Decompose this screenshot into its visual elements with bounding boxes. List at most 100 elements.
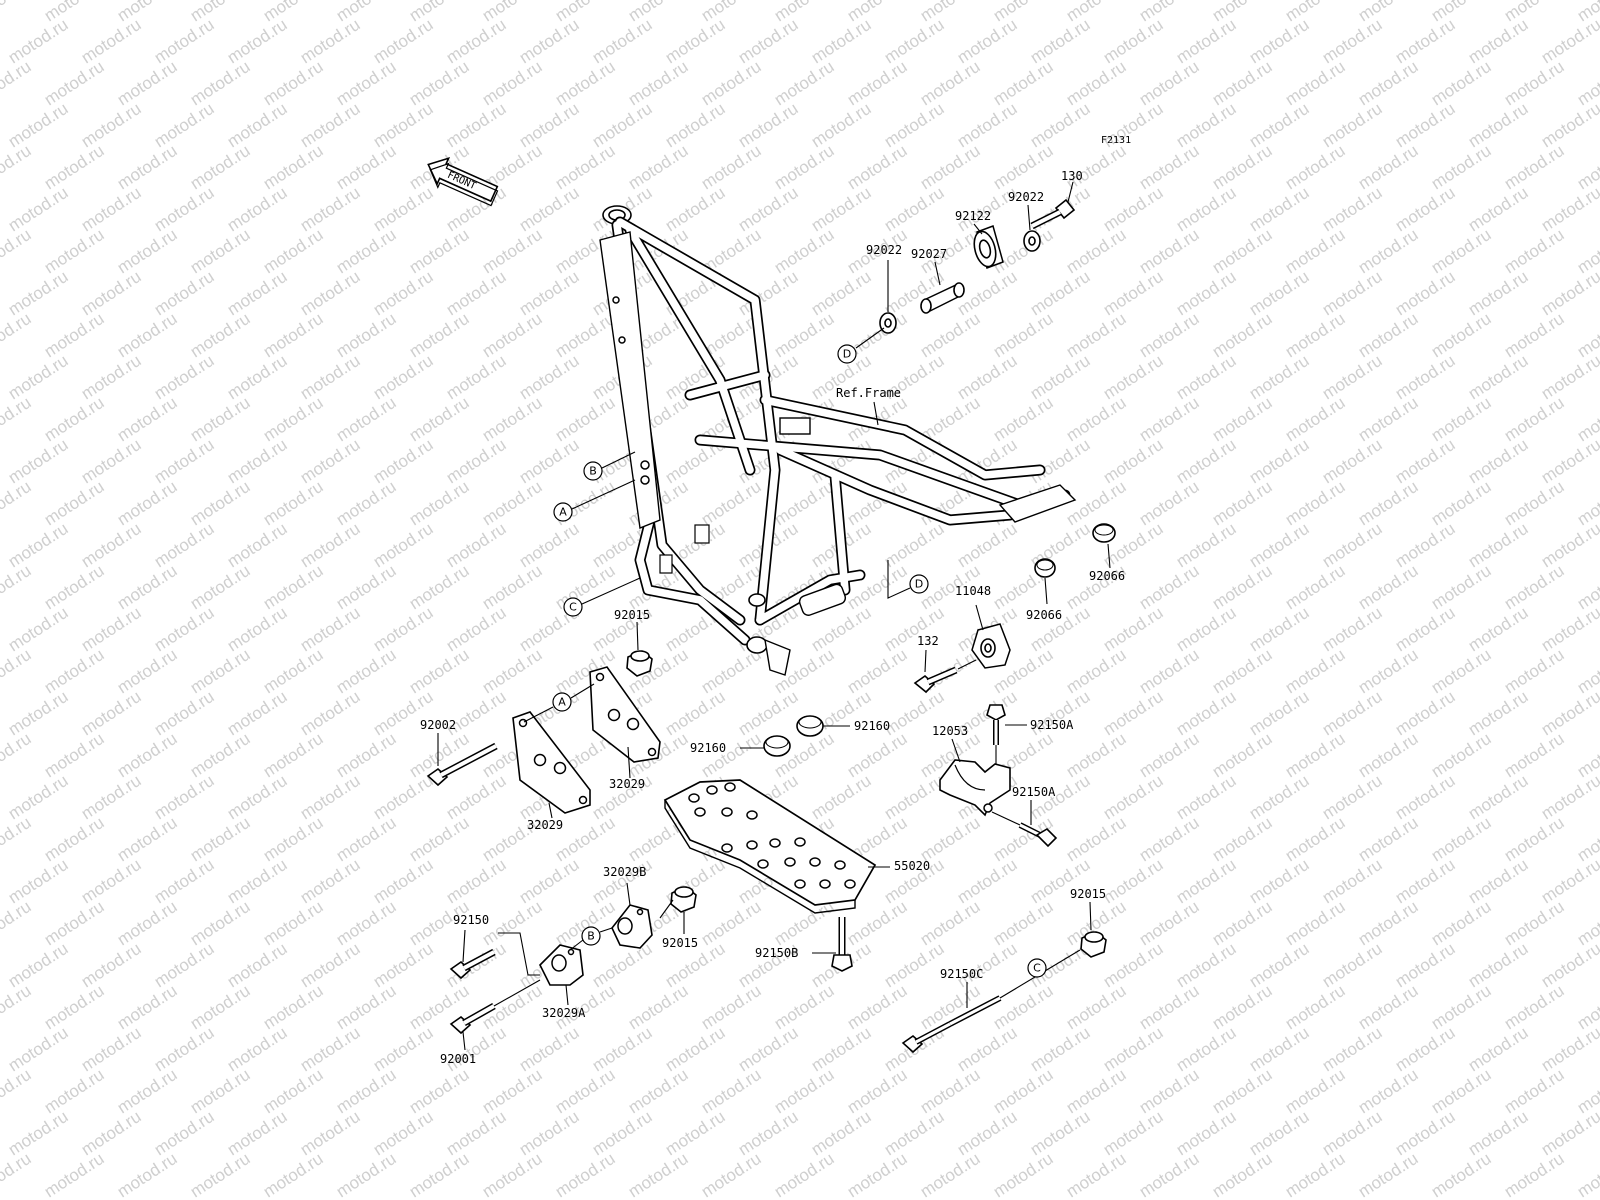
watermark-text: motod.ru [1136,309,1203,361]
watermark-text: motod.ru [1319,1107,1386,1159]
watermark-text: motod.ru [187,477,254,529]
svg-text:C: C [1033,962,1041,975]
watermark-text: motod.ru [552,561,619,613]
watermark-text: motod.ru [479,645,546,697]
watermark-text: motod.ru [1428,645,1495,697]
watermark-text: motod.ru [625,981,692,1033]
watermark-text: motod.ru [224,771,291,823]
part-92015-top-label: 92015 [614,608,650,622]
watermark-text: motod.ru [954,1107,1021,1159]
watermark-text: motod.ru [1063,729,1130,781]
watermark-text: motod.ru [1100,435,1167,487]
watermark-text: motod.ru [1465,603,1532,655]
watermark-text: motod.ru [0,309,34,361]
watermark-text: motod.ru [406,645,473,697]
watermark-text: motod.ru [1538,1107,1600,1159]
part-92150A-top-label: 92150A [1030,718,1074,732]
watermark-text: motod.ru [844,981,911,1033]
watermark-text: motod.ru [1465,771,1532,823]
part-132-label: 132 [917,634,939,648]
watermark-text: motod.ru [5,267,72,319]
watermark-text: motod.ru [41,1149,108,1200]
watermark-text: motod.ru [1319,351,1386,403]
watermark-text: motod.ru [114,393,181,445]
watermark-text: motod.ru [0,141,34,193]
watermark-text: motod.ru [333,141,400,193]
watermark-text: motod.ru [1392,99,1459,151]
watermark-text: motod.ru [333,897,400,949]
watermark-text: motod.ru [1319,267,1386,319]
watermark-text: motod.ru [1319,771,1386,823]
bolt-92150A-bottom [991,811,1058,848]
watermark-text: motod.ru [406,561,473,613]
watermark-text: motod.ru [1319,939,1386,991]
watermark-text: motod.ru [224,603,291,655]
watermark-text: motod.ru [1392,519,1459,571]
watermark-text: motod.ru [224,183,291,235]
watermark-text: motod.ru [333,561,400,613]
watermark-text: motod.ru [479,309,546,361]
watermark-text: motod.ru [297,15,364,67]
watermark-text: motod.ru [224,687,291,739]
watermark-text: motod.ru [297,267,364,319]
watermark-text: motod.ru [1209,225,1276,277]
watermark-text: motod.ru [114,57,181,109]
watermark-text: motod.ru [151,939,218,991]
watermark-text: motod.ru [662,99,729,151]
bushing-92122 [973,225,1004,269]
watermark-text: motod.ru [1538,519,1600,571]
watermark-text: motod.ru [1282,57,1349,109]
watermark-text: motod.ru [1136,57,1203,109]
watermark-text: motod.ru [1538,1023,1600,1075]
watermark-text: motod.ru [224,351,291,403]
watermark-text: motod.ru [224,939,291,991]
watermark-text: motod.ru [151,1023,218,1075]
watermark-text: motod.ru [990,1149,1057,1200]
watermark-text: motod.ru [1465,267,1532,319]
watermark-text: motod.ru [1574,645,1600,697]
watermark-text: motod.ru [990,57,1057,109]
watermark-text: motod.ru [552,141,619,193]
watermark-text: motod.ru [1319,435,1386,487]
watermark-text: motod.ru [1100,1023,1167,1075]
watermark-text: motod.ru [333,1065,400,1117]
watermark-text: motod.ru [370,939,437,991]
watermark-text: motod.ru [151,1107,218,1159]
nut-92015-top [626,650,653,677]
watermark-text: motod.ru [881,15,948,67]
watermark-text: motod.ru [41,897,108,949]
watermark-text: motod.ru [552,309,619,361]
watermark-text: motod.ru [1574,225,1600,277]
watermark-text: motod.ru [260,981,327,1033]
watermark-text: motod.ru [552,393,619,445]
watermark-text: motod.ru [1319,99,1386,151]
watermark-text: motod.ru [297,519,364,571]
watermark-text: motod.ru [443,351,510,403]
watermark-text: motod.ru [844,1149,911,1200]
watermark-text: motod.ru [260,645,327,697]
watermark-text: motod.ru [0,645,34,697]
ref-bubble-d-bushing: D [837,344,857,364]
watermark-text: motod.ru [1392,267,1459,319]
watermark-text: motod.ru [1282,309,1349,361]
watermark-text: motod.ru [187,981,254,1033]
watermark-text: motod.ru [1428,561,1495,613]
watermark-text: motod.ru [1027,1107,1094,1159]
watermark-text: motod.ru [1392,771,1459,823]
nut-92015-right [1080,931,1107,958]
watermark-text: motod.ru [114,897,181,949]
watermark-text: motod.ru [78,99,145,151]
svg-text:B: B [589,465,597,478]
watermark-text: motod.ru [625,57,692,109]
watermark-text: motod.ru [1282,897,1349,949]
watermark-text: motod.ru [1246,855,1313,907]
watermark-text: motod.ru [224,15,291,67]
watermark-text: motod.ru [297,687,364,739]
watermark-text: motod.ru [1246,519,1313,571]
watermark-text: motod.ru [808,267,875,319]
watermark-text: motod.ru [443,99,510,151]
watermark-text: motod.ru [0,393,34,445]
watermark-text: motod.ru [808,99,875,151]
svg-text:C: C [569,601,577,614]
watermark-text: motod.ru [78,15,145,67]
